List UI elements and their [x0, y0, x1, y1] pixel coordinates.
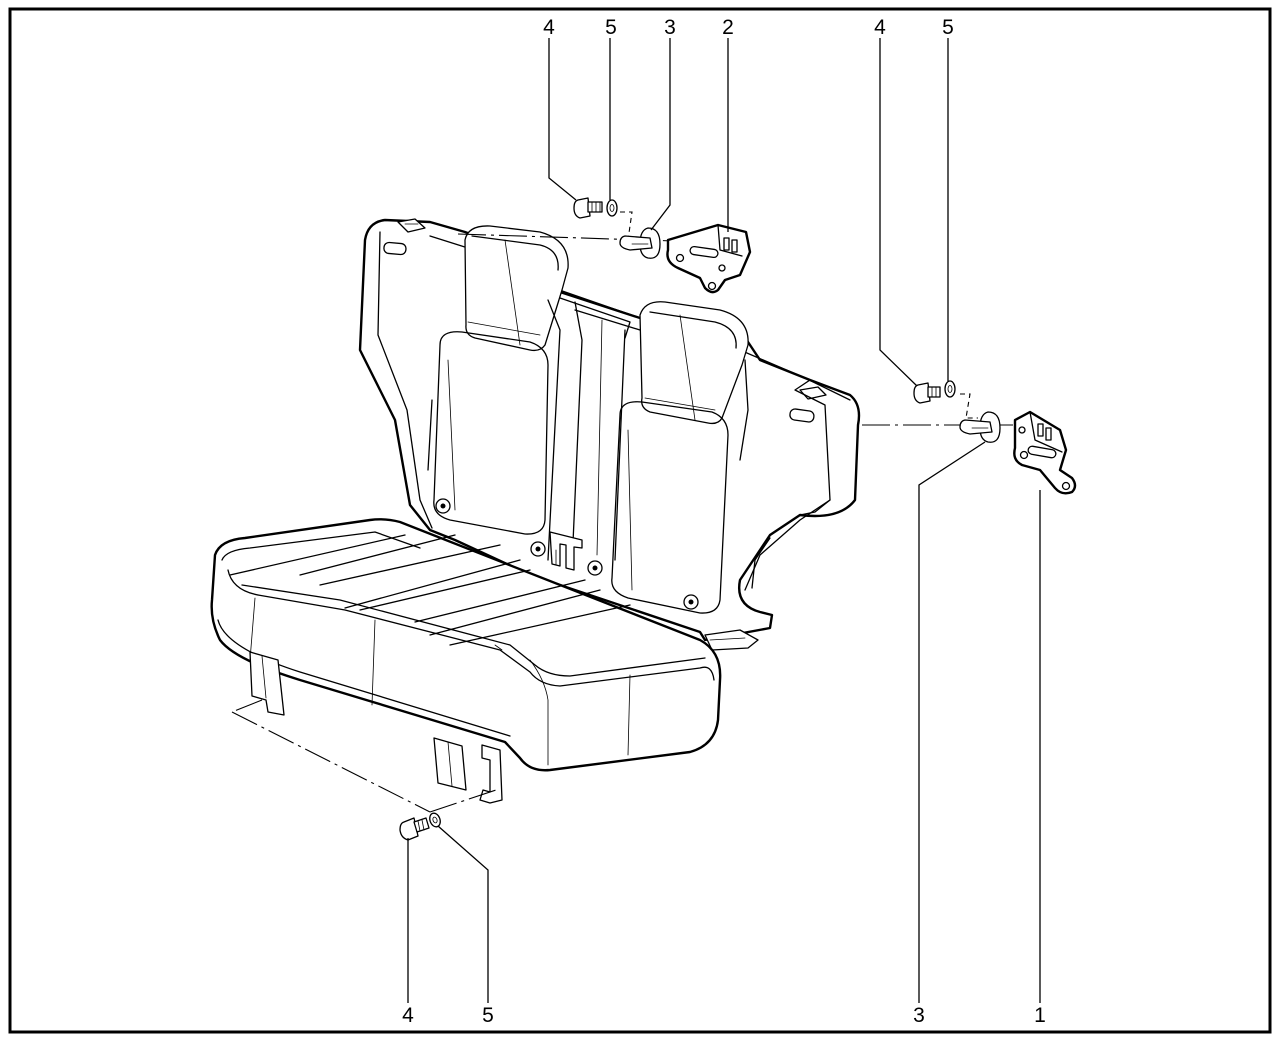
callout-top-striker: 3	[664, 16, 676, 39]
callout-right-washer: 5	[942, 16, 954, 39]
striker-right	[959, 411, 1001, 443]
rear-seat-assembly	[210, 218, 861, 804]
bracket-part-2	[666, 223, 752, 294]
striker-top-left	[619, 227, 661, 259]
callout-bottom-striker: 3	[913, 1004, 925, 1027]
bolt-right	[913, 382, 941, 404]
callout-bottom-bolt: 4	[402, 1004, 414, 1027]
seat-cushion	[210, 518, 722, 772]
washer-top-left	[606, 199, 618, 217]
bolt-top-left	[573, 197, 603, 219]
callout-top-washer: 5	[605, 16, 617, 39]
callout-right-bolt: 4	[874, 16, 886, 39]
bolt-bottom	[399, 817, 430, 841]
right-bracket-group	[913, 380, 1077, 495]
callout-bottom-washer: 5	[482, 1004, 494, 1027]
cushion-bolt-group	[399, 812, 441, 841]
leader-lines	[407, 38, 1041, 1003]
callout-bottom-bracket: 1	[1034, 1004, 1046, 1027]
right-headrest	[639, 301, 749, 425]
left-headrest	[464, 225, 569, 352]
washer-right	[944, 380, 956, 398]
diagram-frame	[8, 7, 1272, 1034]
bracket-part-1	[1013, 410, 1077, 495]
upper-left-bracket-group	[573, 197, 752, 294]
cushion-bracket-left	[249, 651, 285, 716]
washer-bottom	[429, 812, 441, 828]
callout-top-bracket: 2	[722, 16, 734, 39]
callout-labels: 4 5 3 2 4 5 4 5 3 1	[402, 16, 1046, 1027]
callout-top-bolt: 4	[543, 16, 555, 39]
